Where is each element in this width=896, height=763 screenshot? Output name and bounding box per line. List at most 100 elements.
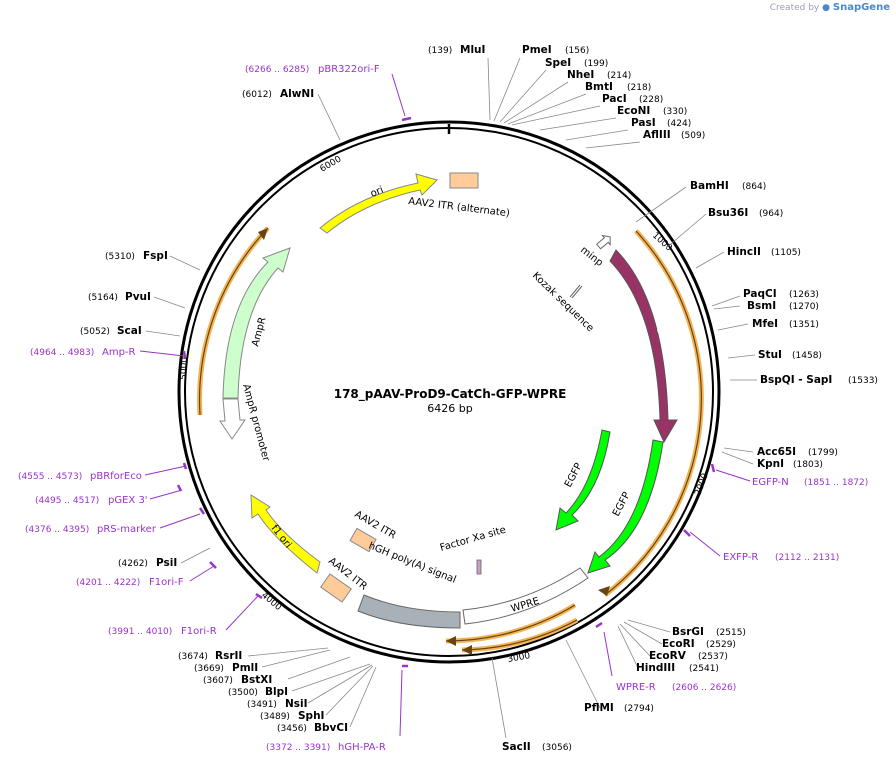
primer-pos: (4964 .. 4983)	[30, 348, 94, 358]
site-pos: (5052)	[80, 327, 110, 337]
feature-ampr-promoter[interactable]	[219, 398, 246, 440]
site-name[interactable]: SpeI	[545, 57, 571, 69]
feature-kozak-mark	[569, 284, 581, 298]
label-itr-alt: AAV2 ITR (alternate)	[408, 196, 511, 219]
feature-itr-alt[interactable]	[449, 172, 479, 189]
site-name[interactable]: Acc65I	[757, 446, 796, 458]
site-name[interactable]: SacII	[502, 741, 531, 753]
site-name[interactable]: ScaI	[117, 325, 142, 337]
primer-pos: (6266 .. 6285)	[245, 65, 309, 75]
label-ampr-promoter: AmpR promoter	[240, 383, 271, 463]
primer-name[interactable]: pRS-marker	[97, 524, 157, 535]
credit-brand: SnapGene	[832, 2, 890, 13]
site-name[interactable]: AflIII	[643, 129, 671, 141]
site-pos: (1270)	[789, 302, 819, 312]
feature-egfp-1[interactable]	[555, 429, 611, 531]
feature-egfp-2[interactable]	[587, 439, 664, 574]
site-pos: (156)	[565, 46, 589, 56]
site-pos: (5164)	[88, 293, 118, 303]
site-name[interactable]: BamHI	[690, 180, 729, 192]
site-name[interactable]: PmlI	[232, 662, 258, 674]
site-name[interactable]: BbvCI	[314, 722, 348, 734]
site-name[interactable]: PaqCI	[743, 288, 777, 300]
site-pos: (5310)	[105, 252, 135, 262]
site-name[interactable]: NheI	[567, 69, 594, 81]
primer-pos: (4495 .. 4517)	[35, 496, 99, 506]
site-name[interactable]: PflMI	[584, 702, 614, 714]
site-pos: (1351)	[789, 320, 819, 330]
primer-name[interactable]: pBRforEco	[90, 471, 142, 482]
feature-hgh-polya[interactable]	[357, 594, 461, 629]
site-pos: (864)	[742, 182, 766, 192]
site-name[interactable]: FspI	[143, 250, 168, 262]
feature-wpre[interactable]	[462, 567, 589, 625]
site-name[interactable]: EcoNI	[617, 105, 650, 117]
site-pos: (199)	[584, 59, 608, 69]
feature-ori[interactable]	[319, 173, 438, 234]
site-name[interactable]: BsrGI	[672, 626, 704, 638]
credit-prefix: Created by	[769, 3, 820, 13]
site-name[interactable]: BstXI	[241, 674, 272, 686]
site-name[interactable]: Bsu36I	[708, 207, 748, 219]
feature-minp[interactable]	[595, 232, 614, 251]
site-pos: (3491)	[247, 700, 277, 710]
site-name[interactable]: AlwNI	[280, 88, 314, 100]
primer-leaders	[139, 73, 751, 737]
primer-name[interactable]: F1ori-F	[149, 577, 184, 588]
primer-name[interactable]: pBR322ori-F	[318, 64, 380, 75]
tick-3000: 3000	[507, 651, 532, 665]
site-name[interactable]: BspQI - SapI	[760, 374, 832, 386]
primer-name[interactable]: F1ori-R	[181, 626, 217, 637]
site-name[interactable]: PacI	[602, 93, 627, 105]
site-name[interactable]: BlpI	[265, 686, 288, 698]
primer-name[interactable]: WPRE-R	[616, 682, 656, 693]
site-name[interactable]: BmtI	[585, 81, 613, 93]
site-pos: (3056)	[542, 743, 572, 753]
site-name[interactable]: BsmI	[747, 300, 776, 312]
site-pos: (218)	[627, 83, 651, 93]
primer-name[interactable]: EXFP-R	[723, 552, 758, 563]
feature-chr2[interactable]	[609, 249, 678, 444]
primer-pos: (4376 .. 4395)	[25, 525, 89, 535]
feature-f1ori[interactable]	[250, 494, 321, 574]
site-pos: (2537)	[698, 652, 728, 662]
label-wpre: WPRE	[510, 596, 541, 615]
plasmid-size: 6426 bp	[427, 402, 472, 415]
site-name[interactable]: MfeI	[752, 318, 778, 330]
site-pos: (2794)	[624, 704, 654, 714]
primer-pos: (3991 .. 4010)	[108, 627, 172, 637]
label-egfp-1: EGFP	[563, 461, 585, 489]
primer-name[interactable]: Amp-R	[102, 347, 136, 358]
label-egfp-2: EGFP	[611, 490, 633, 518]
primer-name[interactable]: EGFP-N	[752, 477, 789, 488]
site-name[interactable]: EcoRI	[662, 638, 695, 650]
primer-name[interactable]: hGH-PA-R	[338, 742, 386, 753]
site-name[interactable]: NsiI	[285, 698, 308, 710]
site-name[interactable]: RsrII	[215, 650, 242, 662]
site-name[interactable]: StuI	[758, 349, 782, 361]
site-name[interactable]: MluI	[460, 44, 485, 56]
site-name[interactable]: HincII	[727, 246, 761, 258]
feature-itr-2[interactable]	[320, 573, 352, 603]
site-name[interactable]: PasI	[631, 117, 656, 129]
site-name[interactable]: KpnI	[757, 458, 784, 470]
label-ori: ori	[369, 185, 385, 200]
label-factor-xa: Factor Xa site	[439, 525, 507, 554]
site-name[interactable]: PsiI	[156, 557, 177, 569]
site-pos: (3489)	[260, 712, 290, 722]
site-name[interactable]: PvuI	[125, 291, 151, 303]
site-pos: (6012)	[242, 90, 272, 100]
primer-name[interactable]: pGEX 3'	[108, 495, 148, 506]
site-leaders	[145, 57, 757, 739]
feature-factor-xa[interactable]	[476, 559, 482, 575]
site-name[interactable]: EcoRV	[649, 650, 687, 662]
site-name[interactable]: PmeI	[522, 44, 552, 56]
site-name[interactable]: HindIII	[636, 662, 675, 674]
site-name[interactable]: SphI	[298, 710, 324, 722]
primer-pos: (2112 .. 2131)	[775, 553, 839, 563]
feature-ampr[interactable]	[222, 247, 291, 399]
site-pos: (4262)	[118, 559, 148, 569]
feature-itr-1[interactable]	[349, 527, 377, 553]
site-pos: (1458)	[792, 351, 822, 361]
